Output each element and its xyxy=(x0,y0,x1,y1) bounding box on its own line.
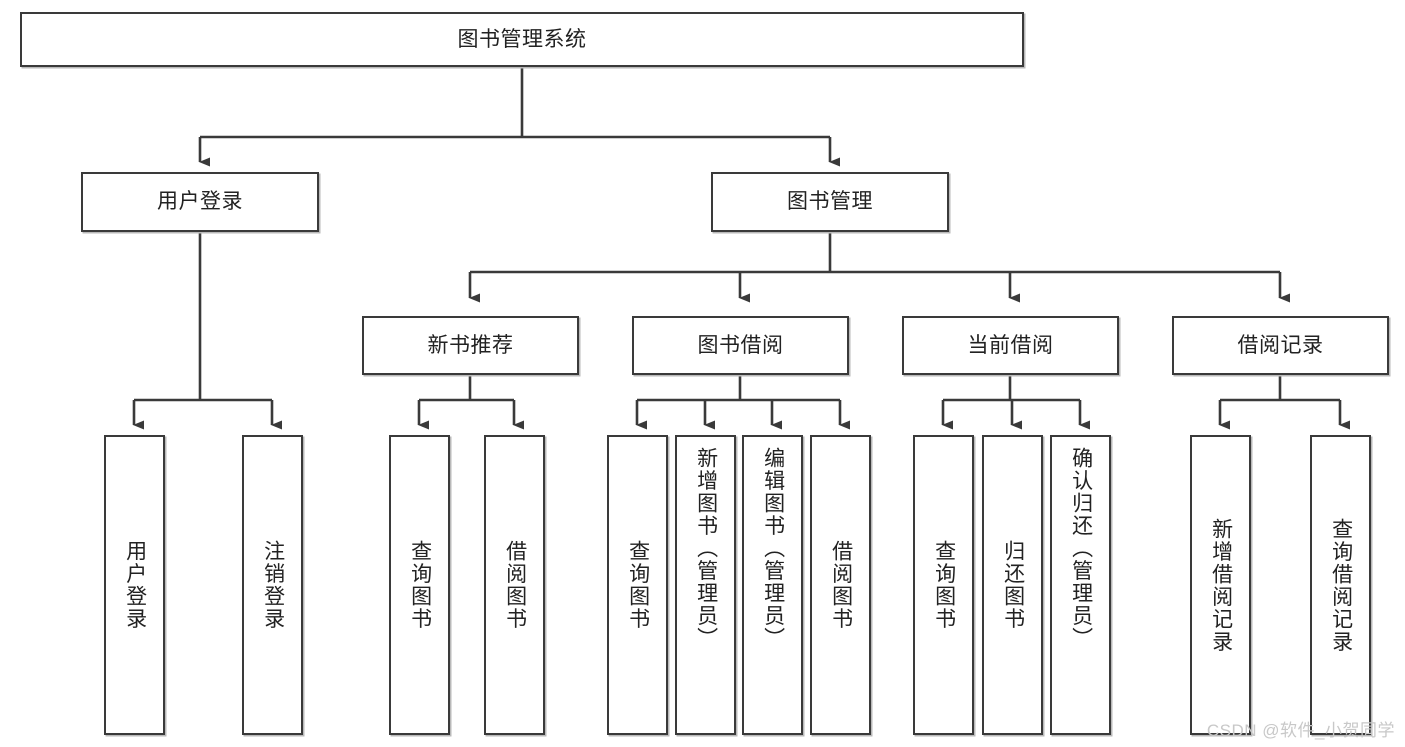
node-leaf-borrow-book-rec[interactable]: 借阅图书 xyxy=(484,435,545,735)
node-label: 借阅图书 xyxy=(829,540,853,630)
node-label: 查询图书 xyxy=(408,540,432,630)
node-root-system[interactable]: 图书管理系统 xyxy=(20,12,1024,67)
node-leaf-logout[interactable]: 注销登录 xyxy=(242,435,303,735)
node-leaf-borrow-book[interactable]: 借阅图书 xyxy=(810,435,871,735)
node-label: 用户登录 xyxy=(157,190,243,214)
node-label: 用户登录 xyxy=(123,540,147,630)
node-current-borrow[interactable]: 当前借阅 xyxy=(902,316,1119,375)
node-leaf-edit-book-admin[interactable]: 编辑图书（管理员） xyxy=(742,435,803,735)
node-leaf-query-borrow-record[interactable]: 查询借阅记录 xyxy=(1310,435,1371,735)
node-leaf-user-login[interactable]: 用户登录 xyxy=(104,435,165,735)
node-leaf-add-book-admin[interactable]: 新增图书（管理员） xyxy=(675,435,736,735)
node-borrow-record[interactable]: 借阅记录 xyxy=(1172,316,1389,375)
node-label: 确认归还（管理员） xyxy=(1069,447,1093,650)
node-book-management[interactable]: 图书管理 xyxy=(711,172,949,232)
node-label: 新增图书（管理员） xyxy=(694,447,718,650)
watermark: CSDN @软件_小贺同学 xyxy=(1206,721,1395,740)
node-user-login[interactable]: 用户登录 xyxy=(81,172,319,232)
node-label: 编辑图书（管理员） xyxy=(761,447,785,650)
node-label: 图书管理系统 xyxy=(457,27,587,51)
node-label: 注销登录 xyxy=(261,540,285,630)
node-label: 图书管理 xyxy=(787,190,873,214)
node-leaf-return-book[interactable]: 归还图书 xyxy=(982,435,1043,735)
node-label: 查询图书 xyxy=(626,540,650,630)
node-label: 查询图书 xyxy=(932,540,956,630)
node-label: 新增借阅记录 xyxy=(1209,517,1233,653)
node-label: 借阅图书 xyxy=(503,540,527,630)
node-leaf-add-borrow-record[interactable]: 新增借阅记录 xyxy=(1190,435,1251,735)
node-leaf-query-book-rec[interactable]: 查询图书 xyxy=(389,435,450,735)
node-label: 借阅记录 xyxy=(1237,333,1324,357)
node-leaf-query-book-current[interactable]: 查询图书 xyxy=(913,435,974,735)
node-label: 归还图书 xyxy=(1001,540,1025,630)
node-label: 图书借阅 xyxy=(697,333,784,357)
node-label: 当前借阅 xyxy=(967,333,1054,357)
node-leaf-query-book-borrow[interactable]: 查询图书 xyxy=(607,435,668,735)
node-label: 查询借阅记录 xyxy=(1329,517,1353,653)
node-leaf-confirm-return-admin[interactable]: 确认归还（管理员） xyxy=(1050,435,1111,735)
node-label: 新书推荐 xyxy=(427,333,514,357)
node-new-book-recommend[interactable]: 新书推荐 xyxy=(362,316,579,375)
node-book-borrow[interactable]: 图书借阅 xyxy=(632,316,849,375)
